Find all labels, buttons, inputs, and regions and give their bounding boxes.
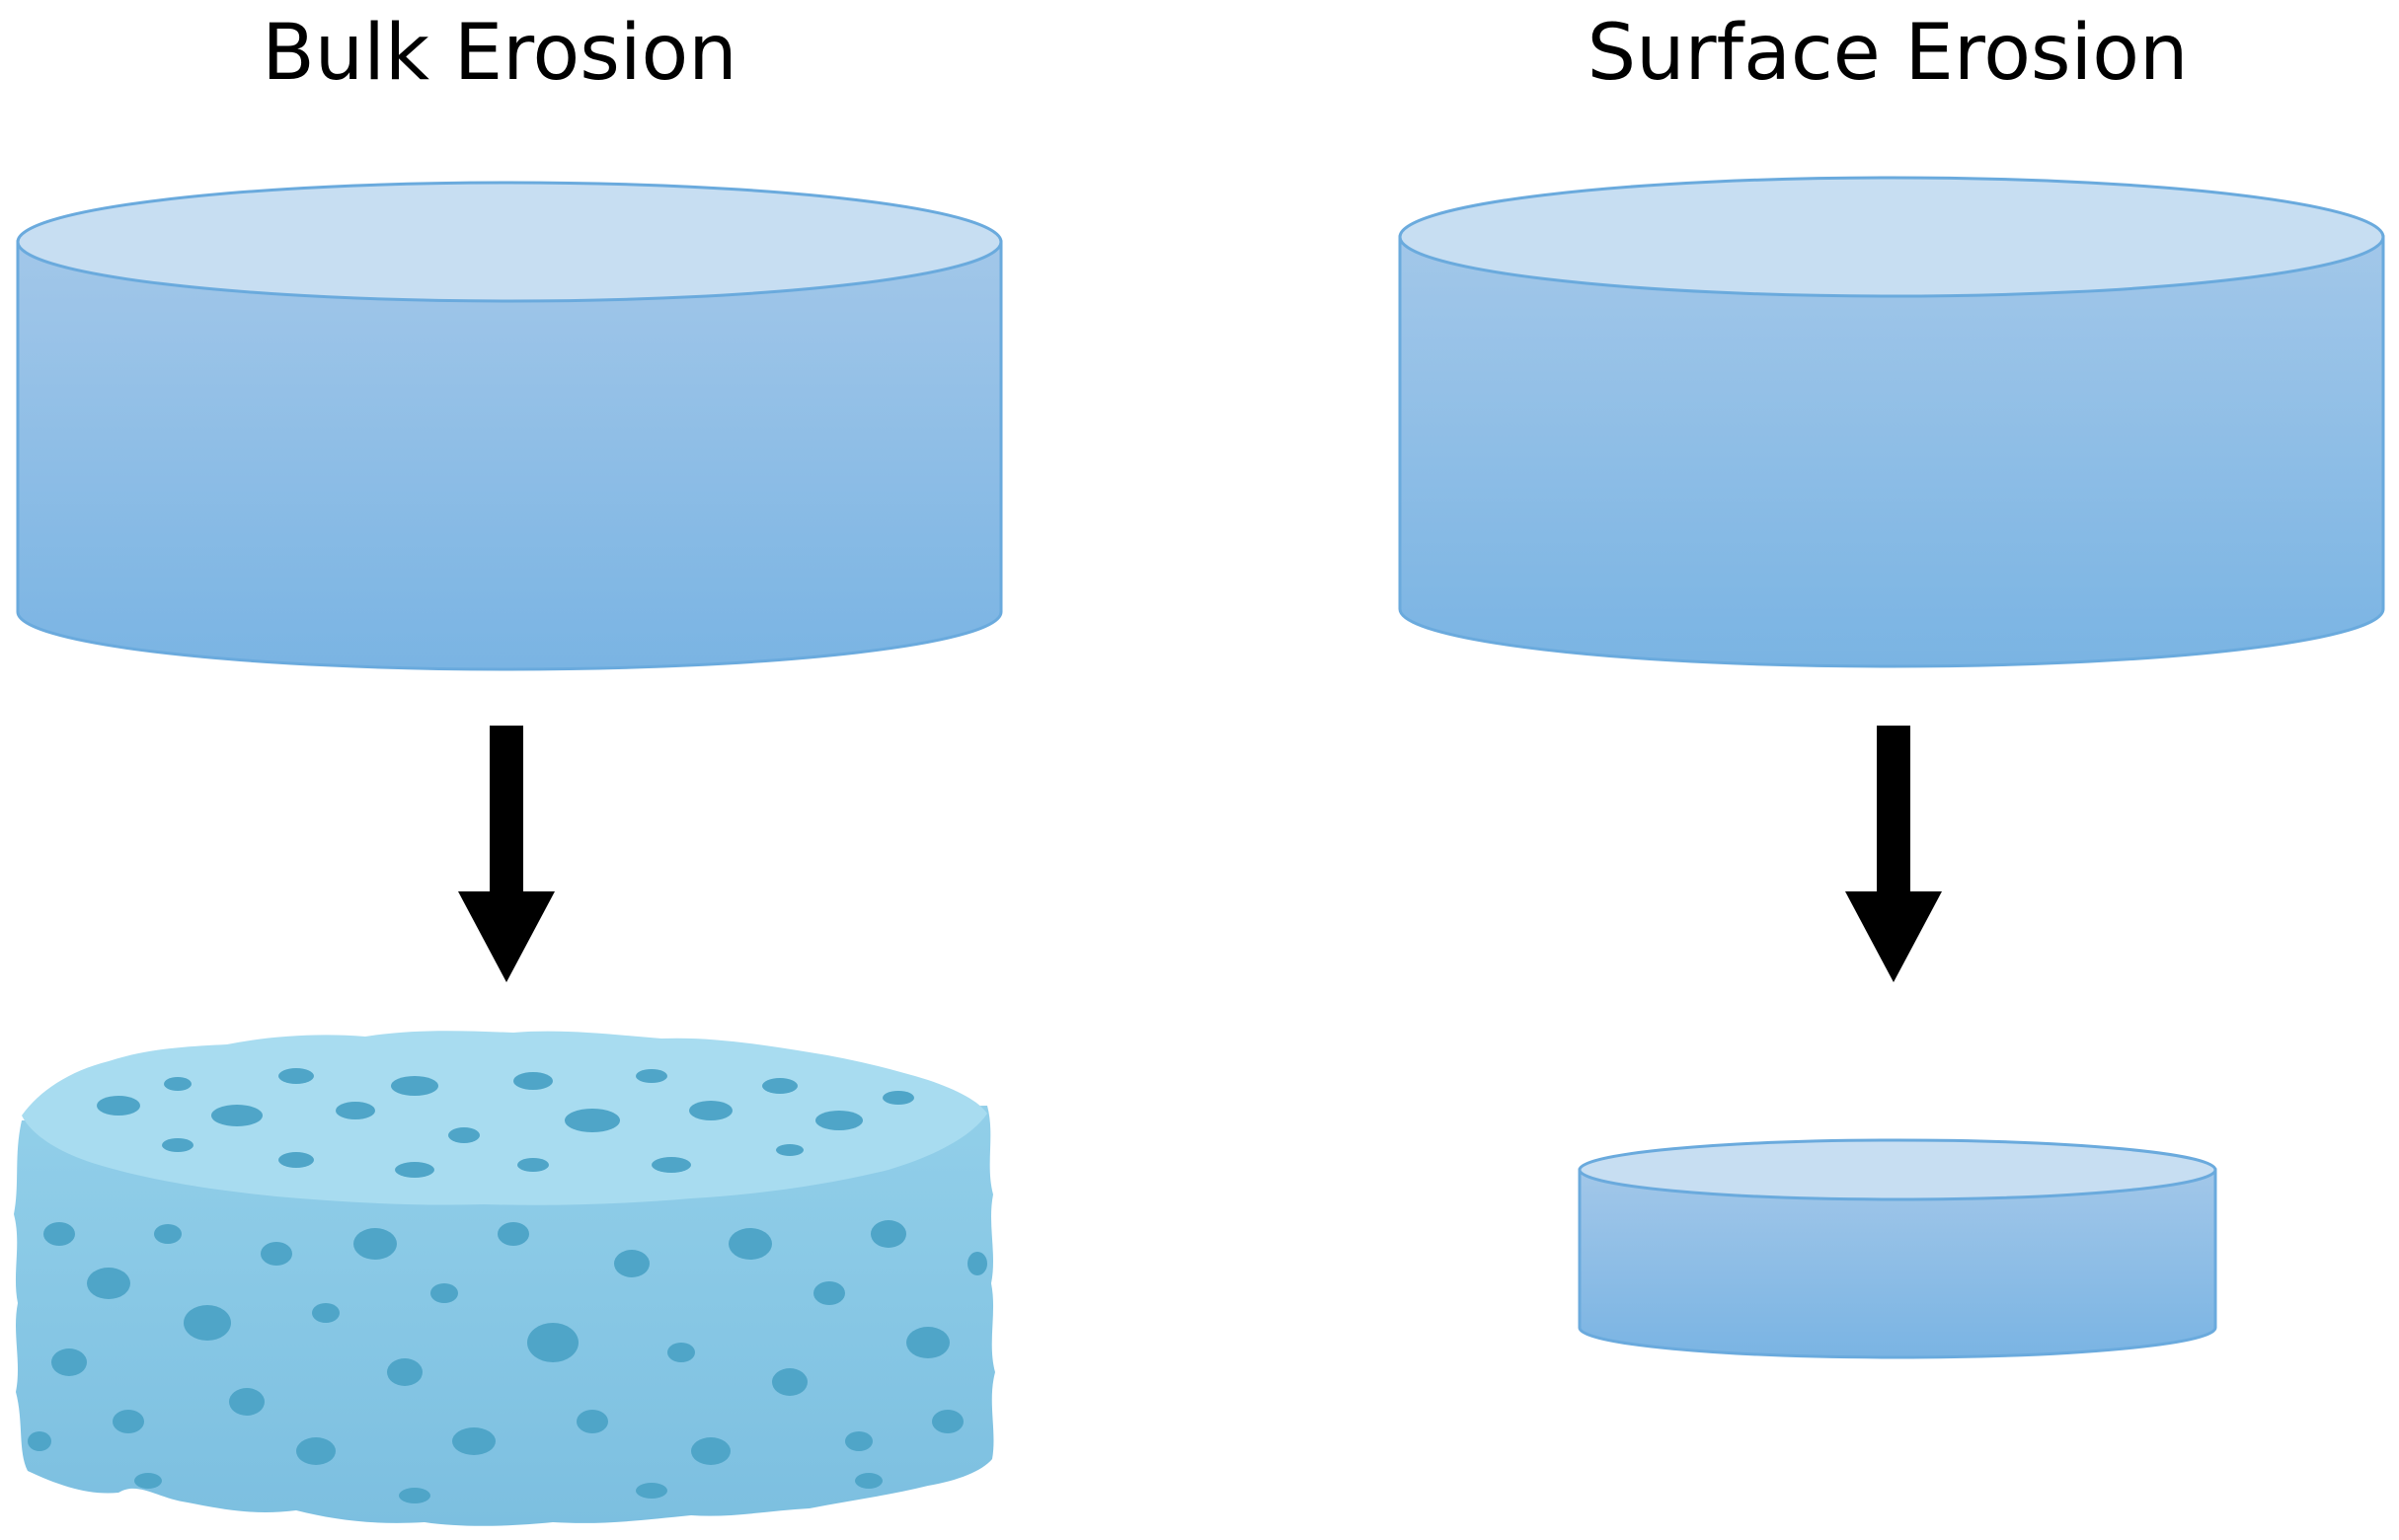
surface-initial-cylinder <box>1398 176 2385 668</box>
bulk-porous-cylinder <box>14 1031 995 1526</box>
surface-eroded-cylinder <box>1578 1138 2217 1359</box>
bulk-erosion-title: Bulk Erosion <box>262 9 736 98</box>
surface-erosion-title: Surface Erosion <box>1587 9 2189 98</box>
bulk-down-arrow <box>458 726 555 982</box>
bulk-initial-cylinder <box>16 181 1003 671</box>
surface-down-arrow <box>1845 726 1942 982</box>
